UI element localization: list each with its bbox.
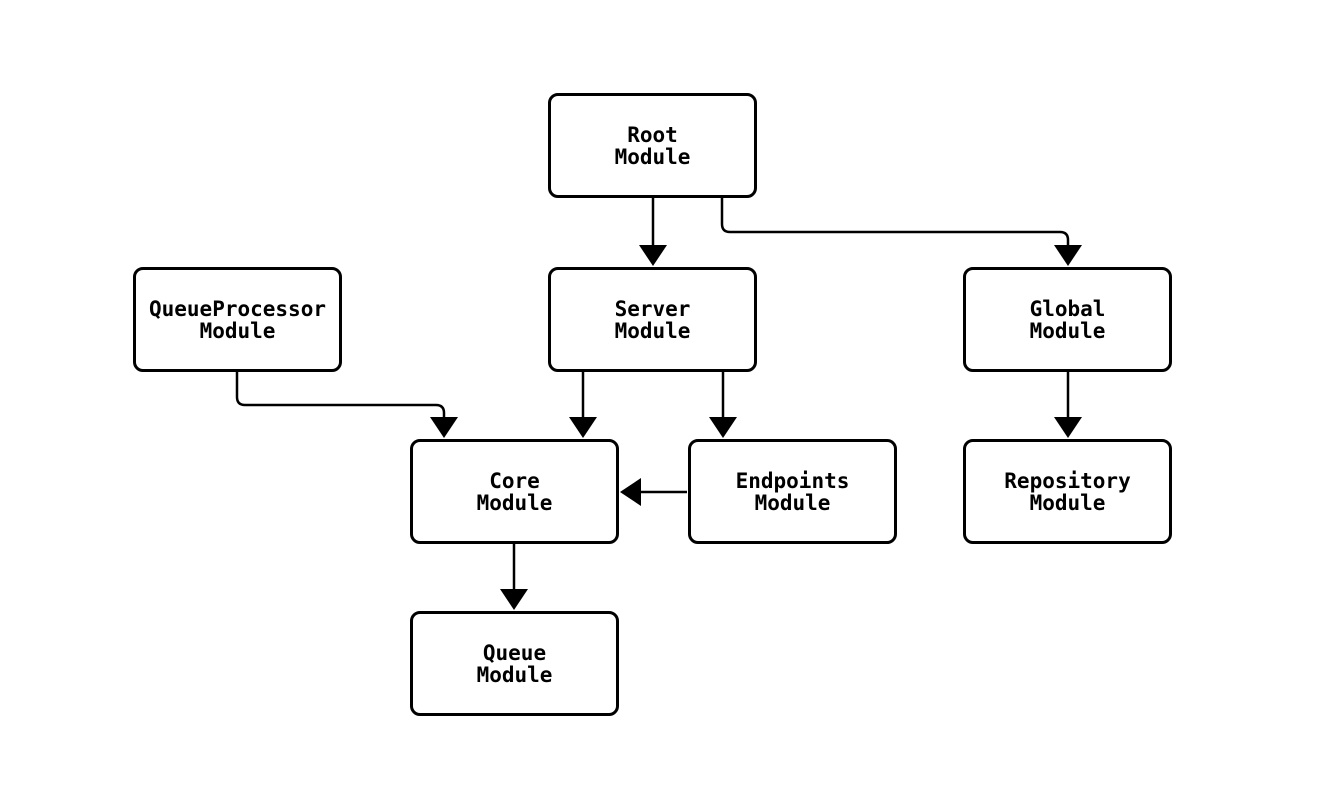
node-server-module: Server Module <box>548 267 757 372</box>
arrowhead-icon <box>569 417 597 438</box>
node-global-module-label: Global Module <box>1029 296 1106 343</box>
arrowhead-icon <box>500 589 528 610</box>
arrowhead-icon <box>709 417 737 438</box>
node-queue-module: Queue Module <box>410 611 619 716</box>
node-endpoints-module: Endpoints Module <box>688 439 897 544</box>
edge-global-to-repository <box>1054 371 1082 438</box>
edge-server-to-endpoints <box>709 371 737 438</box>
arrowhead-icon <box>1054 245 1082 266</box>
edge-endpoints-to-core <box>620 478 687 506</box>
edge-queueprocessor-to-core <box>235 371 458 438</box>
node-core-module-label: Core Module <box>476 468 553 515</box>
arrowhead-icon <box>1054 417 1082 438</box>
node-root-module-label: Root Module <box>614 122 691 169</box>
node-queue-module-label: Queue Module <box>476 640 553 687</box>
node-endpoints-module-label: Endpoints Module <box>735 468 850 515</box>
node-repository-module-label: Repository Module <box>1004 468 1131 515</box>
arrowhead-icon <box>639 245 667 266</box>
node-queueprocessor-module-label: QueueProcessor Module <box>148 296 326 343</box>
node-queueprocessor-module: QueueProcessor Module <box>133 267 342 372</box>
node-root-module: Root Module <box>548 93 757 198</box>
arrowhead-icon <box>620 478 641 506</box>
node-core-module: Core Module <box>410 439 619 544</box>
node-server-module-label: Server Module <box>614 296 691 343</box>
node-global-module: Global Module <box>963 267 1172 372</box>
edge-root-to-global <box>720 197 1082 266</box>
edge-root-to-server <box>639 197 667 266</box>
edge-server-to-core <box>569 371 597 438</box>
node-repository-module: Repository Module <box>963 439 1172 544</box>
arrowhead-icon <box>430 417 458 438</box>
edge-core-to-queue <box>500 543 528 610</box>
